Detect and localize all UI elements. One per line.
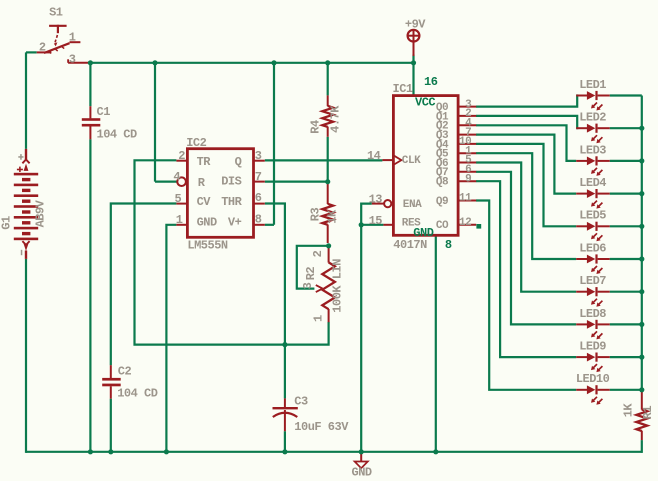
svg-text:ENA: ENA — [403, 199, 422, 211]
svg-text:10uF 63V: 10uF 63V — [294, 420, 349, 434]
svg-text:1: 1 — [311, 315, 325, 322]
svg-text:2: 2 — [465, 108, 471, 120]
svg-text:Q7: Q7 — [436, 167, 448, 179]
svg-text:GND: GND — [197, 215, 217, 229]
svg-text:5: 5 — [465, 155, 472, 167]
svg-text:R1: R1 — [641, 406, 655, 420]
svg-text:RES: RES — [402, 217, 421, 229]
svg-text:12: 12 — [459, 217, 471, 229]
svg-text:2: 2 — [178, 149, 185, 163]
svg-text:5: 5 — [174, 192, 181, 206]
svg-text:LED4: LED4 — [579, 176, 606, 190]
svg-text:11: 11 — [459, 193, 472, 205]
svg-text:Q9: Q9 — [436, 196, 448, 208]
svg-text:3: 3 — [255, 149, 262, 163]
svg-text:G1: G1 — [0, 216, 14, 230]
svg-text:Q6: Q6 — [436, 158, 448, 170]
svg-text:4.7K: 4.7K — [328, 105, 342, 133]
svg-text:C1: C1 — [97, 105, 111, 119]
svg-text:V+: V+ — [228, 215, 242, 229]
svg-text:DIS: DIS — [221, 175, 241, 189]
svg-text:10: 10 — [459, 136, 471, 148]
svg-text:LED2: LED2 — [579, 111, 606, 125]
svg-text:2: 2 — [39, 40, 46, 54]
svg-text:CO: CO — [436, 220, 449, 232]
svg-text:CV: CV — [197, 195, 212, 209]
svg-text:Q2: Q2 — [436, 121, 448, 133]
svg-text:LED10: LED10 — [576, 372, 610, 386]
svg-text:7: 7 — [255, 170, 262, 184]
svg-text:104 CD: 104 CD — [97, 128, 138, 142]
svg-text:4: 4 — [465, 118, 472, 130]
svg-text:C2: C2 — [118, 364, 132, 378]
svg-text:Q4: Q4 — [436, 139, 449, 151]
svg-text:CLK: CLK — [402, 155, 421, 167]
svg-text:100K LIN: 100K LIN — [330, 259, 344, 313]
svg-text:C3: C3 — [294, 394, 308, 408]
svg-text:Q8: Q8 — [436, 177, 449, 189]
svg-text:GND: GND — [352, 465, 372, 479]
svg-text:LED9: LED9 — [579, 340, 606, 354]
svg-text:1K: 1K — [325, 209, 339, 224]
svg-text:GND: GND — [413, 226, 433, 240]
svg-text:LED5: LED5 — [579, 209, 606, 223]
svg-text:THR: THR — [221, 195, 242, 209]
svg-text:Q3: Q3 — [436, 130, 449, 142]
svg-text:1K: 1K — [622, 403, 636, 418]
svg-text:R3: R3 — [308, 208, 322, 222]
svg-text:15: 15 — [369, 214, 383, 228]
svg-text:1: 1 — [465, 145, 472, 157]
svg-text:6: 6 — [465, 164, 471, 176]
svg-text:8: 8 — [255, 212, 262, 226]
svg-text:LED8: LED8 — [579, 307, 606, 321]
svg-text:3: 3 — [301, 282, 315, 289]
svg-text:TR: TR — [197, 155, 212, 169]
svg-text:Q0: Q0 — [436, 102, 448, 114]
svg-text:R4: R4 — [308, 120, 322, 134]
svg-text:S1: S1 — [49, 5, 63, 19]
svg-text:2: 2 — [311, 250, 325, 257]
svg-text:AB9V: AB9V — [34, 199, 48, 227]
svg-text:IC2: IC2 — [186, 136, 206, 150]
svg-text:R2: R2 — [304, 267, 318, 281]
svg-text:Q1: Q1 — [436, 111, 449, 123]
svg-text:104 CD: 104 CD — [117, 386, 158, 400]
svg-text:LED7: LED7 — [579, 274, 606, 288]
svg-text:13: 13 — [369, 193, 383, 207]
svg-text:Q: Q — [235, 155, 242, 169]
svg-text:14: 14 — [367, 149, 381, 163]
svg-text:16: 16 — [424, 75, 438, 89]
svg-text:7: 7 — [465, 127, 471, 139]
svg-text:IC1: IC1 — [393, 82, 413, 96]
svg-text:3: 3 — [465, 99, 472, 111]
svg-text:8: 8 — [445, 238, 452, 252]
svg-text:LM555N: LM555N — [187, 238, 228, 252]
svg-text:VCC: VCC — [415, 95, 435, 109]
svg-text:3: 3 — [69, 53, 76, 67]
svg-text:4017N: 4017N — [393, 238, 427, 252]
svg-text:6: 6 — [255, 191, 262, 205]
svg-text:LED3: LED3 — [579, 143, 606, 157]
svg-text:LED6: LED6 — [579, 241, 606, 255]
svg-text:LED1: LED1 — [579, 78, 606, 92]
svg-text:1: 1 — [176, 213, 183, 227]
svg-text:9: 9 — [465, 173, 471, 185]
svg-text:4: 4 — [173, 170, 180, 184]
svg-text:+9V: +9V — [405, 17, 426, 31]
svg-text:1: 1 — [69, 30, 76, 44]
svg-text:R: R — [198, 176, 206, 190]
svg-text:Q5: Q5 — [436, 149, 449, 161]
